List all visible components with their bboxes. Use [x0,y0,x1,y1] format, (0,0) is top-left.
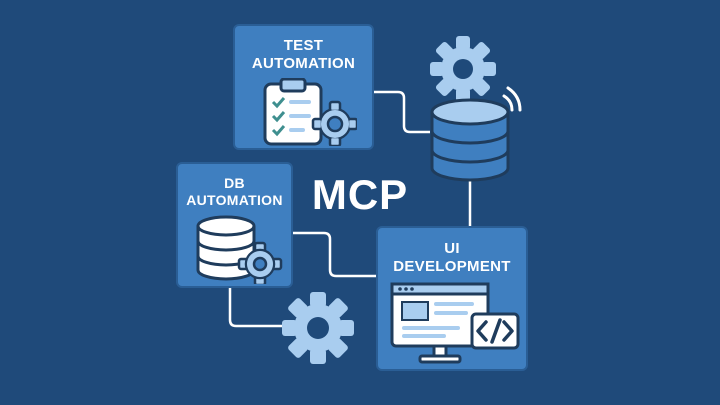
gear-icon [282,292,354,364]
db-automation-title: DB AUTOMATION [178,176,291,207]
database-gear-icon [196,215,283,284]
test-automation-card[interactable]: TEST AUTOMATION [233,24,374,150]
ui-development-title-line2: DEVELOPMENT [393,258,511,275]
test-automation-title-line2: AUTOMATION [251,55,356,72]
connector-test-to-db [374,90,430,134]
connector-dbauto-to-ui [292,231,378,278]
db-automation-title-line2: AUTOMATION [186,192,283,208]
ui-development-title-line1: UI [444,240,460,257]
ui-development-title: UI DEVELOPMENT [378,241,526,274]
ui-development-card[interactable]: UI DEVELOPMENT [376,226,528,371]
mcp-title: MCP [311,171,409,218]
test-automation-title-line1: TEST [283,37,324,54]
monitor-code-icon [390,282,520,364]
clipboard-checklist-gear-icon [263,78,357,146]
test-automation-title: TEST AUTOMATION [235,38,372,71]
gear-icon [430,36,496,102]
db-automation-card[interactable]: DB AUTOMATION [176,162,293,288]
db-automation-title-line1: DB [224,175,245,191]
connector-dbauto-to-gear [228,288,282,328]
database-signal-icon [430,86,522,182]
